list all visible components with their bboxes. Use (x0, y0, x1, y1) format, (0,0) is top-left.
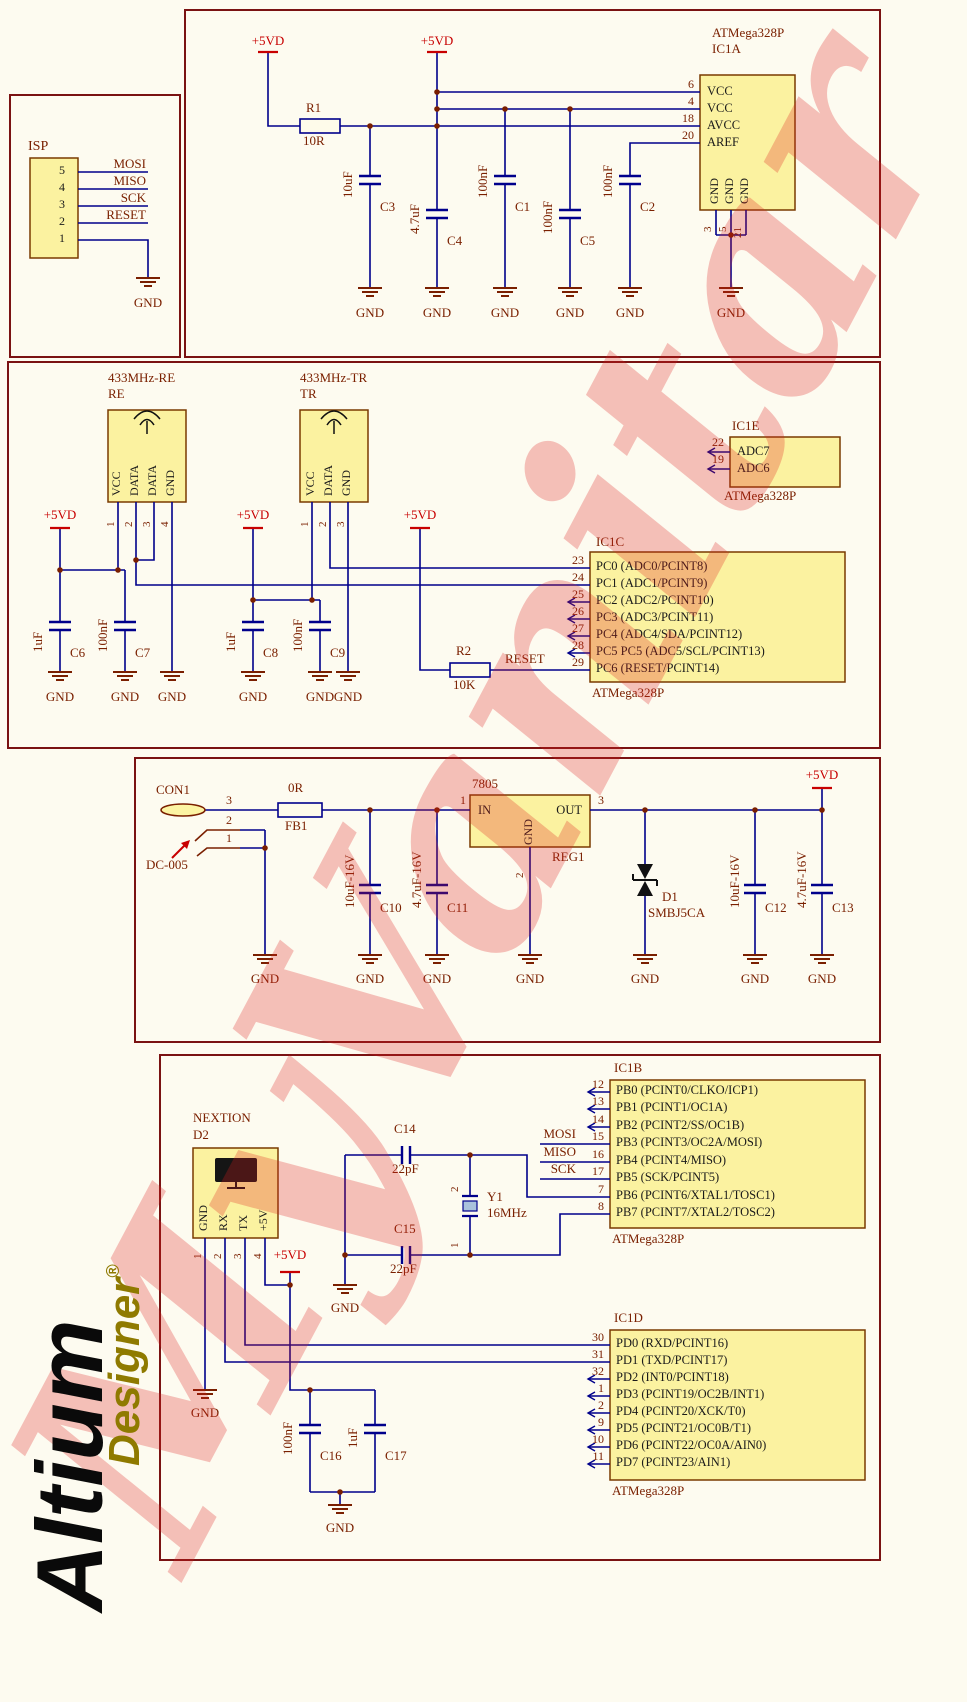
junction-dot (642, 807, 648, 813)
power-bar-symbol (50, 50, 832, 1274)
junction-dot (434, 89, 440, 95)
capacitor-plates (49, 174, 833, 1435)
junction-dot (434, 106, 440, 112)
section-frames (7, 9, 881, 1561)
dc-jack-symbol (160, 803, 240, 857)
antenna-icon (320, 410, 348, 434)
ic1a-body (699, 74, 796, 211)
junction-dot (307, 1387, 313, 1393)
junction-dot (467, 1152, 473, 1158)
ic1d-body (609, 1329, 866, 1481)
r2-symbol (449, 662, 491, 678)
crystal-symbol (462, 1194, 478, 1218)
section-psu (134, 757, 881, 1043)
r1-symbol (299, 118, 341, 134)
junction-dot (342, 1252, 348, 1258)
ic1b-body (609, 1079, 866, 1229)
junction-dot (337, 1489, 343, 1495)
component-bodies (29, 74, 866, 1481)
wires (59, 52, 823, 1505)
junction-dot (133, 557, 139, 563)
junction-dot (434, 807, 440, 813)
junction-dot (57, 567, 63, 573)
section-isp (9, 94, 181, 358)
generated-symbols (48, 50, 834, 1514)
tvs-diode-symbol (632, 864, 658, 896)
junction-dot (728, 232, 734, 238)
gnd-symbol (48, 277, 834, 1514)
junction-dot (309, 597, 315, 603)
junction-dot (287, 1282, 293, 1288)
ic1c-body (589, 551, 846, 683)
junction-dot (502, 106, 508, 112)
junction-dot (819, 807, 825, 813)
junction-dot (752, 807, 758, 813)
pin-arrow-icon (566, 447, 716, 1469)
ic1e-body (729, 436, 841, 488)
junction-dot (115, 567, 121, 573)
section-rf (7, 361, 881, 749)
fb1-symbol (277, 802, 323, 818)
dc-jack-arrow-icon (171, 840, 190, 859)
junction-dot (262, 845, 268, 851)
display-icon (215, 1158, 257, 1189)
junction-dot (367, 123, 373, 129)
section-mcu-power (184, 9, 881, 358)
junction-dot (567, 106, 573, 112)
junction-dot (250, 597, 256, 603)
antenna-icon (133, 410, 161, 434)
junction-dot (367, 807, 373, 813)
junction-dot (467, 1252, 473, 1258)
section-display-mcu (159, 1054, 881, 1561)
regulator-body (469, 794, 591, 848)
junction-dot (434, 123, 440, 129)
isp-connector-body (29, 157, 79, 259)
